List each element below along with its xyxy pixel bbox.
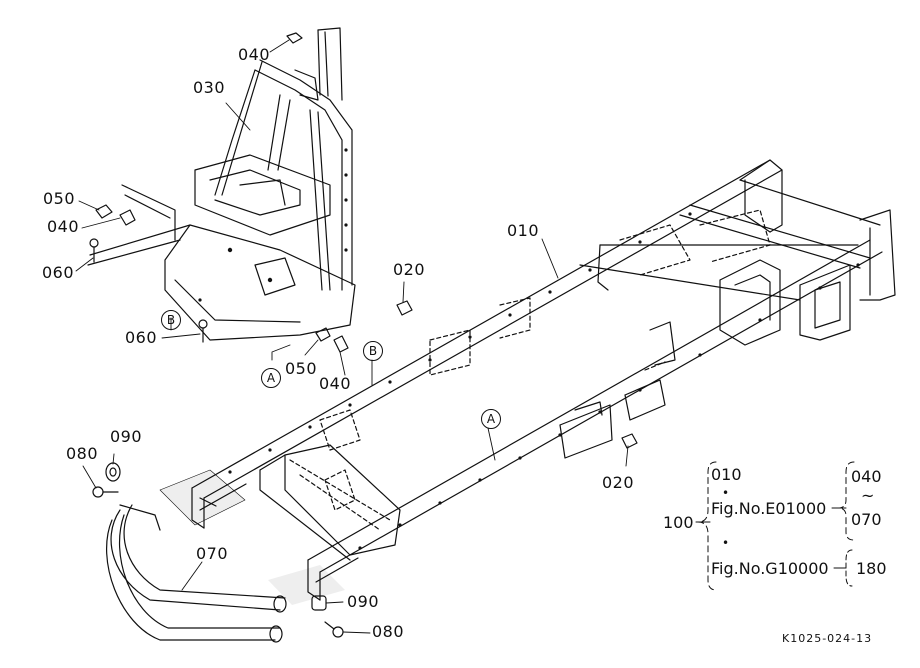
legend-bracket-lines <box>695 461 855 591</box>
legend-bullet-upper: • <box>722 486 730 500</box>
callout-040-left: 040 <box>47 217 80 236</box>
callout-020-upper: 020 <box>393 260 426 279</box>
callout-080-left: 080 <box>66 444 99 463</box>
callout-020-lower: 020 <box>602 473 635 492</box>
legend-fig-e01000: Fig.No.E01000 <box>711 499 827 518</box>
callout-010: 010 <box>507 221 540 240</box>
legend-item-100: 100 <box>663 513 694 532</box>
callout-050-lower: 050 <box>285 359 318 378</box>
callout-040-lower: 040 <box>319 374 352 393</box>
callout-090-left: 090 <box>110 427 143 446</box>
reference-mark-a-upper: A <box>261 368 281 388</box>
legend-bullet-lower: • <box>722 536 730 550</box>
reference-mark-b-upper: B <box>161 310 181 330</box>
callout-030: 030 <box>193 78 226 97</box>
legend-item-180: 180 <box>856 559 887 578</box>
reference-mark-b-lower: B <box>363 341 383 361</box>
reference-mark-a-lower: A <box>481 409 501 429</box>
legend-range-start: 040 <box>851 467 882 486</box>
column-frame-drawing <box>87 27 356 341</box>
figure-code: K1025-024-13 <box>782 632 873 645</box>
callout-050-left: 050 <box>43 189 76 208</box>
legend-range-tilde: ~ <box>861 486 875 505</box>
callout-080-lower: 080 <box>372 622 405 641</box>
callout-060-lower: 060 <box>125 328 158 347</box>
legend-fig-g10000: Fig.No.G10000 <box>711 559 829 578</box>
callout-090-lower: 090 <box>347 592 380 611</box>
small-parts-drawing <box>75 32 638 643</box>
callout-070: 070 <box>196 544 229 563</box>
legend-range-end: 070 <box>851 510 882 529</box>
callout-040-top: 040 <box>238 45 271 64</box>
legend-item-010: 010 <box>711 465 742 484</box>
main-frame-drawing <box>159 159 896 605</box>
callout-060-left: 060 <box>42 263 75 282</box>
